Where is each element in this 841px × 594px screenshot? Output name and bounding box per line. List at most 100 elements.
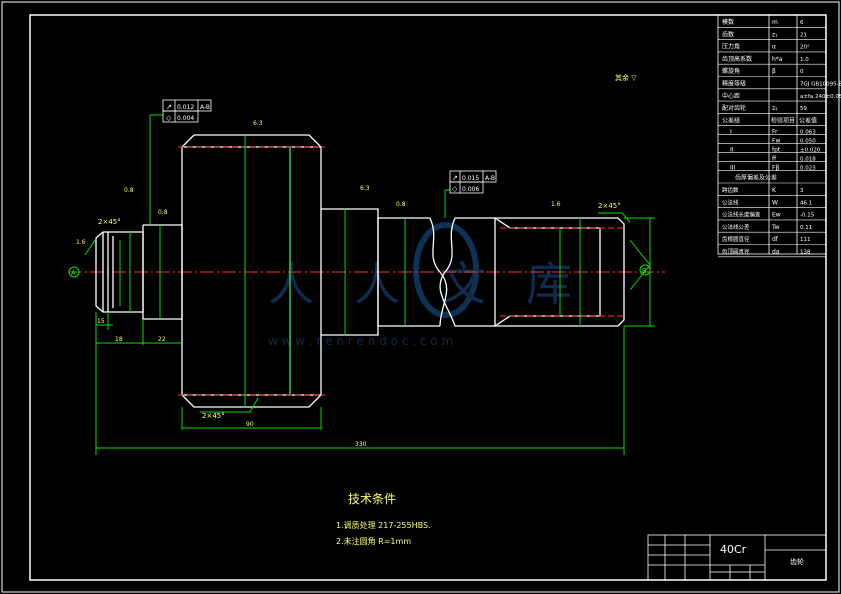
param-value: 0 — [800, 69, 804, 75]
watermark: 人人文库 w w w . r e n r e n d o c . c o m — [268, 222, 612, 348]
param-label: 齿顶高系数 — [722, 55, 752, 63]
param-label: 公法线 — [722, 198, 739, 206]
group-value: ±0.020 — [800, 148, 821, 154]
param-value: 7GJ GB10095-88 — [800, 82, 841, 88]
tolerance-frame-2 — [449, 170, 497, 194]
group-label: II — [730, 147, 734, 154]
material-label: 40Cr — [720, 543, 747, 556]
param-label: 公法线公差 — [722, 223, 750, 231]
gear-param-rows: 模数 m 6 齿数 z₁ 21 压力角 α 20° 齿顶高系数 h*a 1.0 螺旋角 β 0 精度等级 7GJ… — [718, 18, 841, 258]
param-value: 6 — [800, 20, 804, 26]
title-block — [647, 534, 827, 581]
param-value: 59 — [800, 106, 807, 112]
group-symbol: ff — [772, 156, 777, 163]
dim-overall: 330 — [355, 441, 367, 448]
param-symbol: h*a — [772, 56, 783, 63]
tolerance-frame-1 — [162, 99, 212, 123]
datum-a: A — [68, 266, 80, 278]
param-label: 齿顶圆直径 — [722, 248, 750, 256]
param-label: 模数 — [722, 18, 734, 26]
svg-text:B: B — [642, 267, 647, 275]
roughness-marks: 6.3 0.8 0.8 1.6 0.8 6.3 1.6 — [76, 120, 561, 246]
svg-text:0.8: 0.8 — [124, 187, 134, 194]
param-value: 138 — [800, 250, 811, 256]
svg-text:◇: ◇ — [166, 114, 172, 122]
param-value: 1.0 — [800, 57, 809, 63]
group-value: 0.018 — [800, 157, 816, 163]
datum-b: B — [639, 264, 651, 276]
svg-text:◇: ◇ — [452, 185, 458, 193]
group-header: 公差组 — [722, 116, 740, 124]
param-symbol: Tw — [771, 224, 780, 231]
chamfer-gear: 2×45° — [202, 412, 225, 420]
param-value: a±fa 240±0.050 — [800, 94, 841, 100]
svg-text:1.6: 1.6 — [76, 239, 86, 246]
svg-text:0.012: 0.012 — [177, 104, 194, 111]
chamfer-left: 2×45° — [98, 218, 121, 226]
param-label: 精度等级 — [722, 80, 746, 88]
param-symbol: m — [772, 19, 778, 26]
param-symbol: df — [772, 236, 779, 243]
param-value: 3 — [800, 188, 804, 194]
param-value: 21 — [800, 32, 807, 38]
param-symbol: Ew — [772, 212, 781, 219]
group-symbol: Fr — [772, 129, 778, 136]
svg-text:0.006: 0.006 — [462, 186, 479, 193]
svg-text:0.004: 0.004 — [177, 115, 194, 122]
param-value: 46.1 — [800, 200, 812, 206]
group-header: 公差值 — [799, 116, 817, 124]
chamfer-right: 2×45° — [598, 202, 621, 210]
dim-d1: 18 — [115, 336, 123, 343]
group-value: 0.050 — [800, 139, 816, 145]
group-value: 0.023 — [800, 166, 816, 172]
svg-text:0.8: 0.8 — [396, 201, 406, 208]
tech-item-2: 2.未注圆角 R=1mm — [336, 536, 411, 546]
param-label: 配对齿轮 — [722, 104, 746, 112]
svg-text:1.6: 1.6 — [551, 201, 561, 208]
svg-text:A-B: A-B — [200, 104, 210, 111]
group-symbol: fpt — [772, 147, 781, 154]
inner-border — [29, 14, 827, 581]
svg-text:6.3: 6.3 — [360, 185, 370, 192]
svg-text:0.8: 0.8 — [158, 209, 168, 216]
param-label: 齿数 — [722, 30, 734, 38]
param-label: 中心距 — [722, 92, 740, 100]
param-symbol: K — [772, 187, 777, 194]
param-label: 螺旋角 — [722, 67, 740, 75]
group-label: I — [730, 129, 732, 136]
param-symbol: z₁ — [772, 31, 778, 38]
group-symbol: Fw — [772, 138, 780, 145]
roughness-rest: 其余 ▽ — [615, 73, 637, 82]
param-value: -0.15 — [800, 213, 815, 219]
param-symbol: da — [772, 249, 780, 256]
param-value: 20° — [800, 45, 810, 51]
pitch-lines — [178, 146, 625, 396]
svg-text:↗: ↗ — [452, 174, 458, 182]
watermark-url: w w w . r e n r e n d o c . c o m — [268, 334, 453, 348]
param-symbol: α — [772, 44, 776, 51]
param-label: 压力角 — [722, 43, 740, 51]
group-header: 检验项目 — [771, 116, 795, 124]
svg-text:6.3: 6.3 — [253, 120, 263, 127]
group-label: III — [730, 165, 736, 172]
param-label: 齿根圆直径 — [722, 235, 750, 243]
svg-text:A: A — [71, 269, 76, 277]
param-symbol: z₂ — [772, 105, 778, 112]
dim-left-small: 15 — [97, 318, 105, 325]
group-symbol: Fβ — [772, 165, 779, 172]
dimension-lines — [84, 114, 655, 455]
svg-text:0.015: 0.015 — [462, 175, 479, 182]
tech-heading: 技术条件 — [348, 492, 396, 506]
svg-text:A-B: A-B — [485, 175, 495, 182]
dim-d2: 22 — [158, 336, 166, 343]
section-title: 齿厚偏差及公差 — [735, 174, 777, 182]
param-label: 公法线长度偏差 — [722, 211, 761, 219]
param-symbol: β — [772, 68, 776, 75]
watermark-text: 人人文库 — [268, 257, 612, 311]
param-symbol: W — [772, 199, 778, 206]
param-label: 跨齿数 — [722, 186, 739, 194]
group-value: 0.063 — [800, 130, 816, 136]
param-value: 0.11 — [800, 225, 812, 231]
